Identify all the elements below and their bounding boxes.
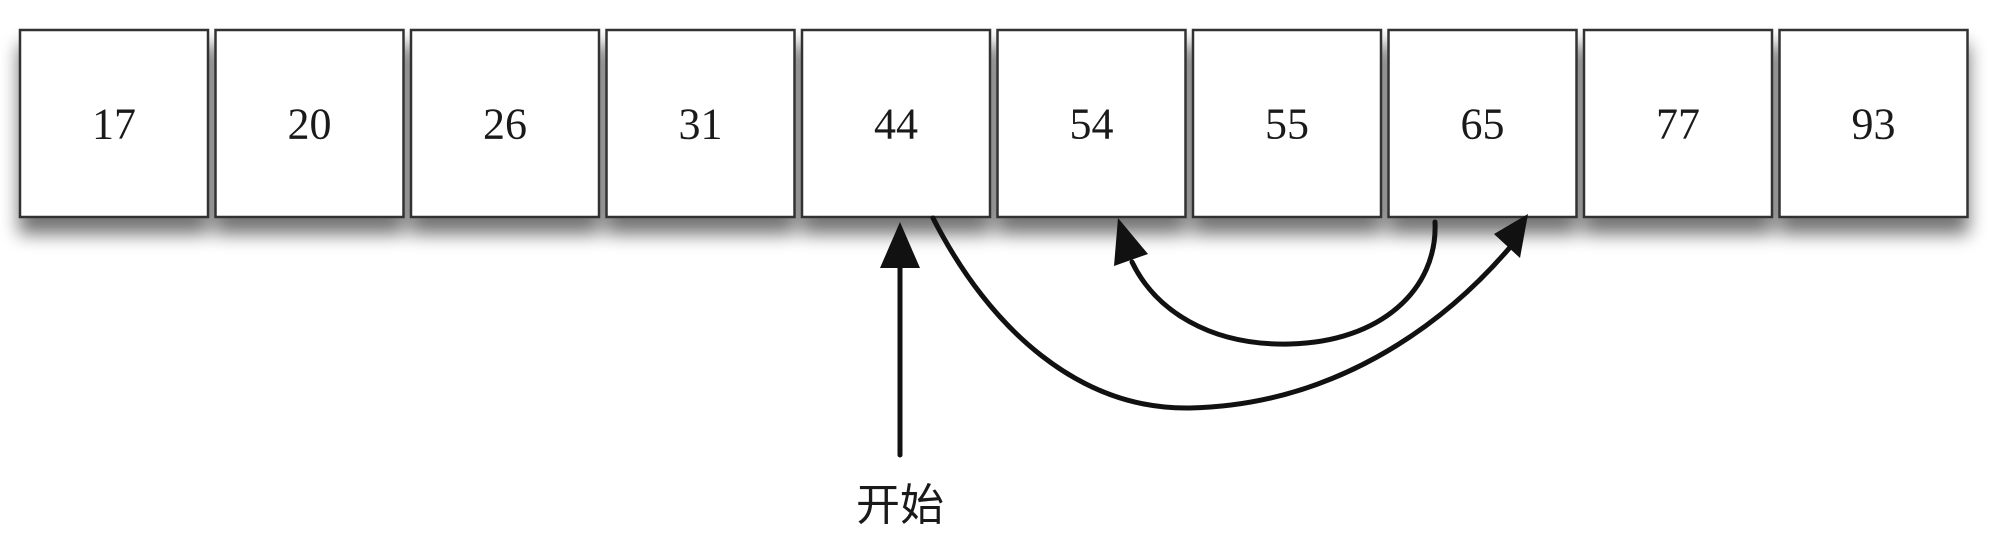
array-cell xyxy=(214,28,405,219)
array-cell xyxy=(1387,28,1578,219)
array-cell-value: 17 xyxy=(92,100,136,149)
array-cell-value: 44 xyxy=(874,100,918,149)
array-cell xyxy=(605,28,796,219)
array-cell-value: 20 xyxy=(288,100,332,149)
array-cell-value: 65 xyxy=(1461,100,1505,149)
array-cell-value: 93 xyxy=(1852,100,1896,149)
array-cell xyxy=(18,28,210,219)
jump-arrow-65-to-54 xyxy=(1129,219,1438,347)
start-pointer-arrowhead xyxy=(880,222,920,268)
array-cell-value: 26 xyxy=(483,100,527,149)
array-cell-labels: 17 20 26 31 44 54 55 65 77 93 xyxy=(92,100,1896,149)
array-cell-value: 77 xyxy=(1656,100,1700,149)
array-cell xyxy=(409,28,601,219)
array-cell-value: 54 xyxy=(1070,100,1114,149)
array-cell xyxy=(1778,28,1969,219)
array-cell xyxy=(1582,28,1774,219)
array-cell xyxy=(1191,28,1383,219)
start-label: 开始 xyxy=(856,480,944,531)
array-cells xyxy=(18,28,1969,219)
array-cell-value: 55 xyxy=(1265,100,1309,149)
array-cell-value: 31 xyxy=(679,100,723,149)
jump-arrow-44-to-65 xyxy=(930,215,1515,411)
array-cell xyxy=(800,28,992,219)
search-arrows xyxy=(880,214,1528,458)
jump-arrow-65-to-54-head xyxy=(1114,218,1148,266)
jump-arrow-44-to-65-head xyxy=(1494,214,1528,258)
array-cell xyxy=(996,28,1187,219)
